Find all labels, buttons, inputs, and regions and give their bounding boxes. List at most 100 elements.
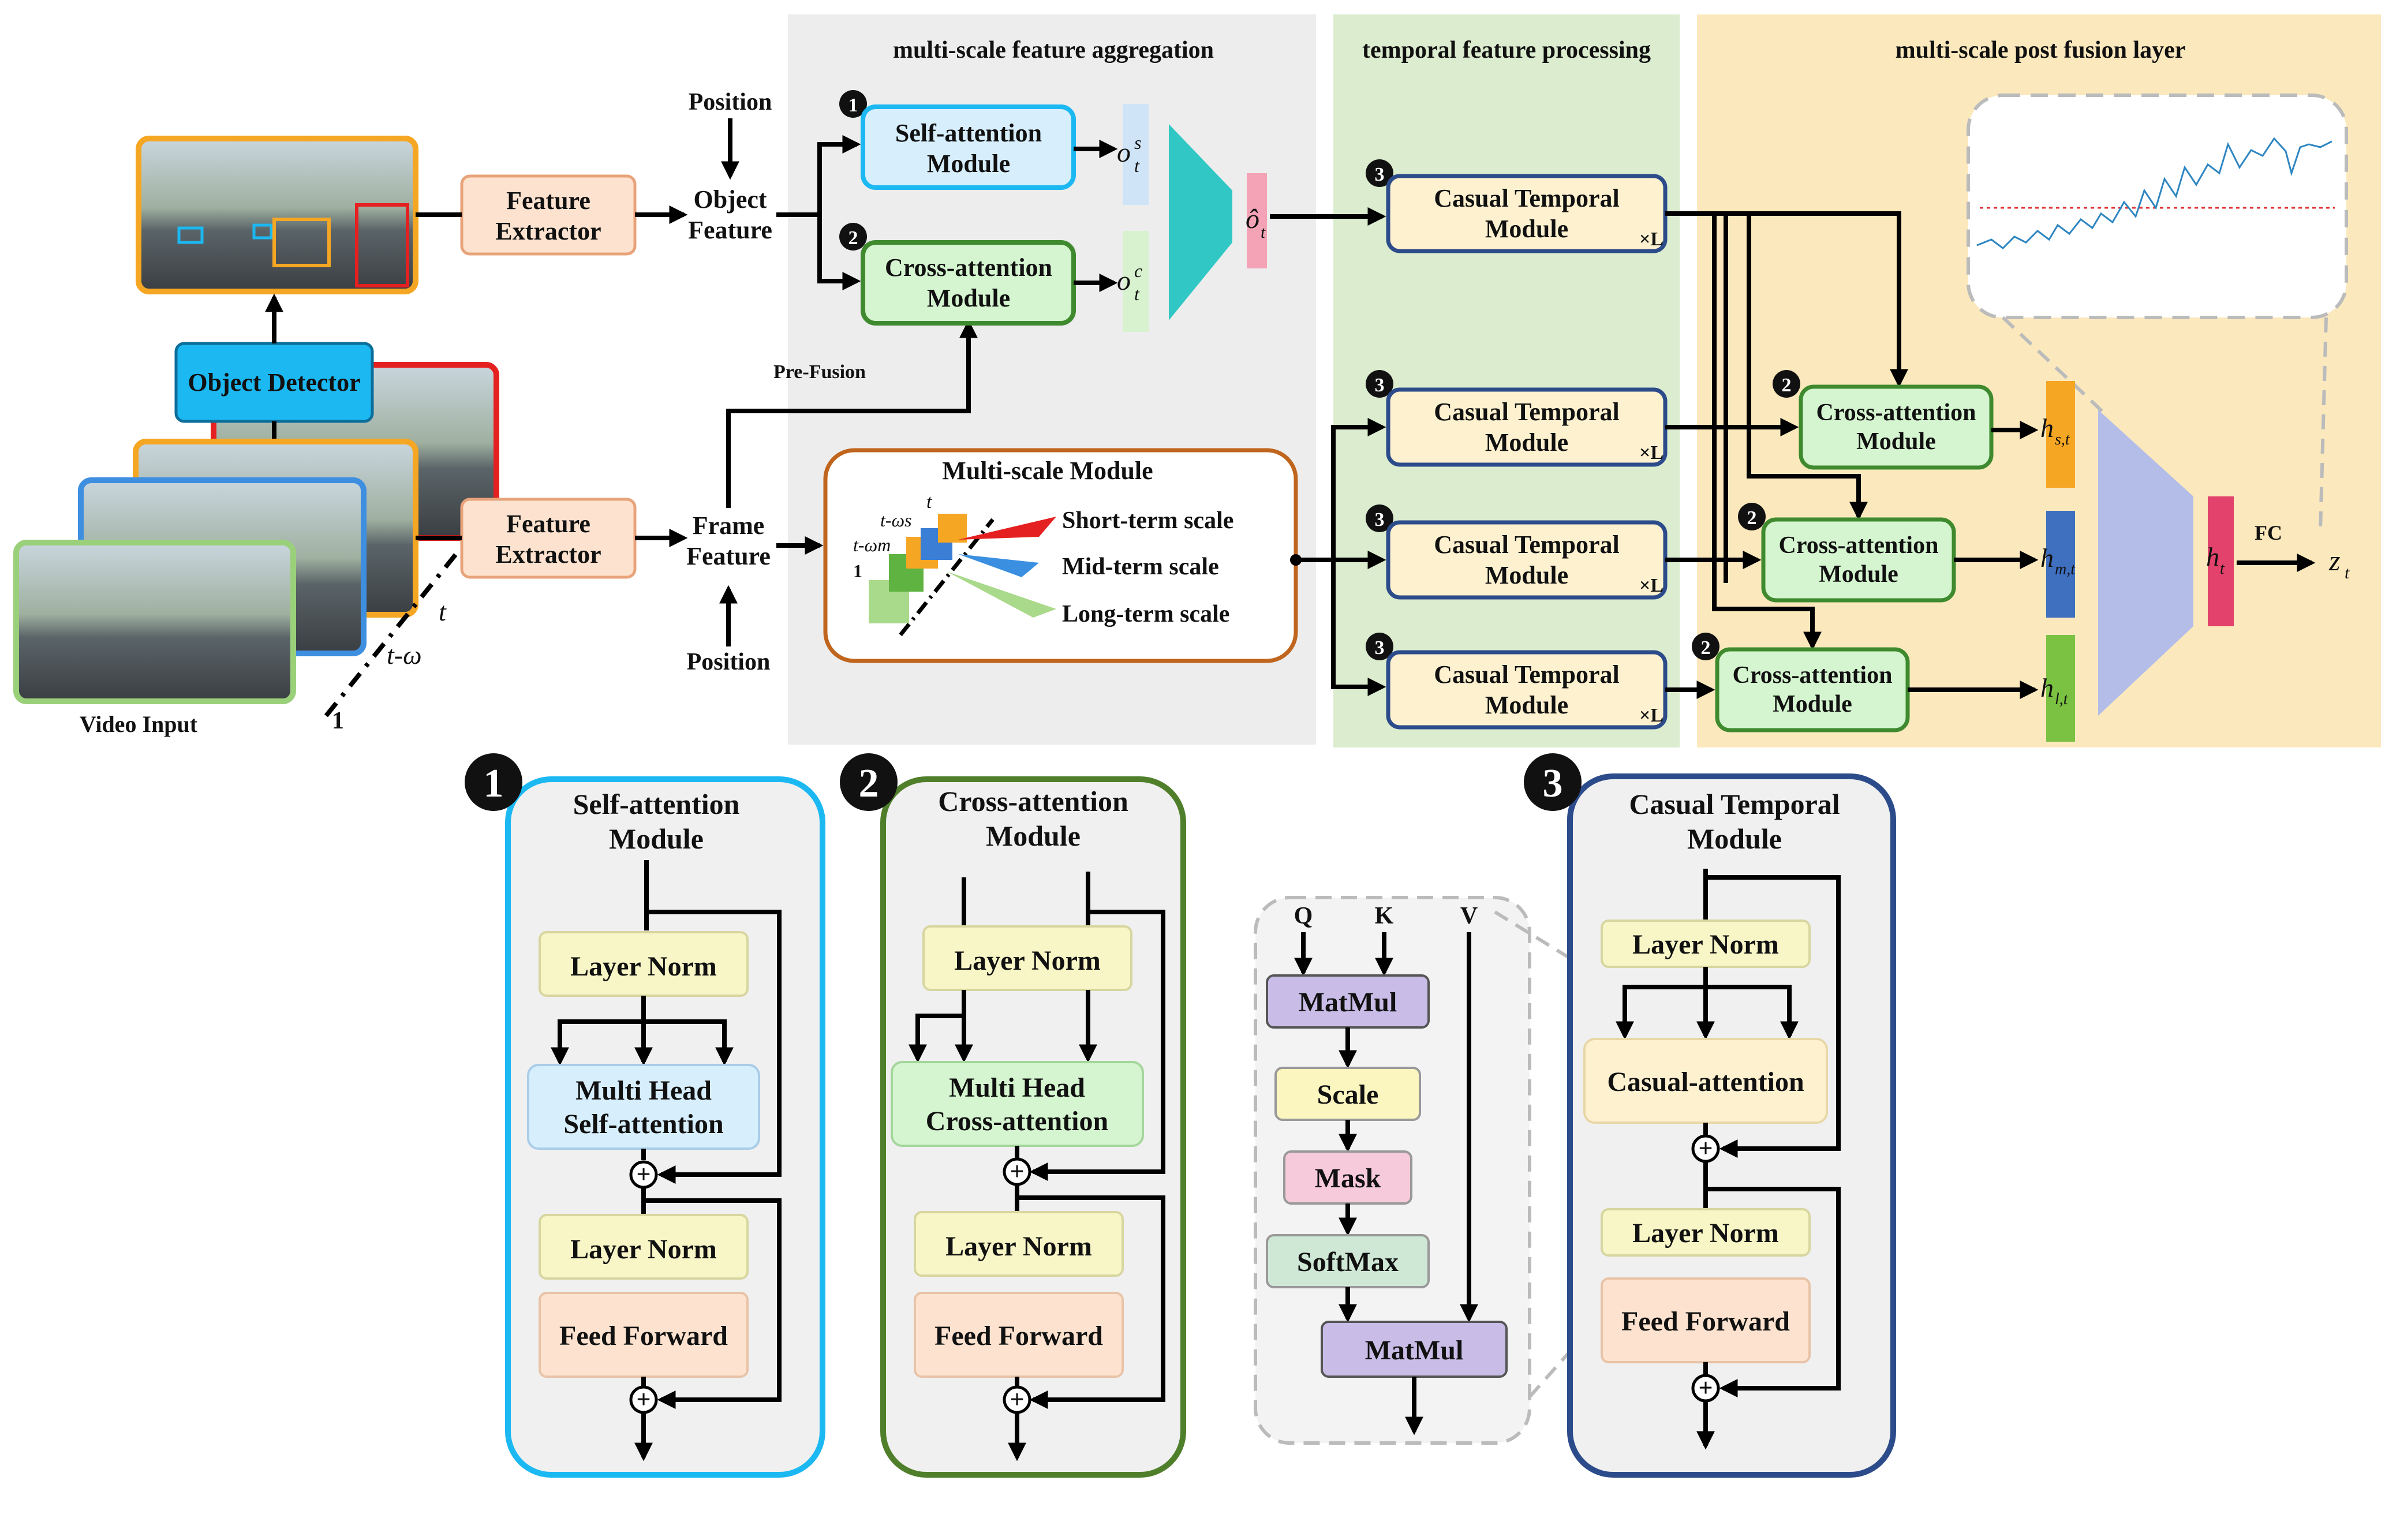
ctm1-to-fusion-m-arrow (1747, 214, 1868, 521)
detail-cross-residual-2 (1017, 1195, 1165, 1409)
detail-cross-layer-norm-2 (914, 1211, 1124, 1277)
h-t-block (2208, 496, 2234, 626)
h-s-block (2046, 381, 2075, 488)
detail-cross-residual-1 (1029, 910, 1165, 1181)
detail-self-feed-forward-label: Feed Forward (559, 1321, 728, 1351)
time-one-label: 1 (332, 708, 344, 734)
h-s-sub: s,t (2055, 431, 2070, 448)
detail-casual-feed-forward-label: Feed Forward (1621, 1306, 1790, 1337)
multiscale-1-label: 1 (853, 560, 862, 581)
o-s-label: o (1117, 137, 1131, 168)
h-t-sub: t (2220, 560, 2225, 578)
multiscale-cubes-icon (869, 514, 1056, 637)
ctm3-marker-label: 3 (1375, 509, 1385, 530)
fusion-l-marker-label: 2 (1701, 637, 1711, 659)
detail-cross-q-arrow (909, 1014, 964, 1063)
plot-thumbnail-frame (1967, 94, 2348, 319)
attention-matmul-2-label: MatMul (1365, 1335, 1464, 1366)
detail-self-residual-2 (644, 1198, 782, 1409)
detail-casual-layer-norm-2 (1601, 1208, 1811, 1257)
detail-casual-residual-1 (1706, 875, 1841, 1158)
marker-2-cross (839, 223, 867, 251)
h-s-label: h (2040, 413, 2054, 443)
object-feature-branch-2 (817, 215, 861, 290)
multiscale-title: Multi-scale Module (942, 457, 1153, 485)
detail-casual-layer-norm-1-label: Layer Norm (1632, 929, 1779, 960)
attention-k-label: K (1375, 903, 1394, 929)
detail-cross-add-1-glyph: + (1010, 1157, 1024, 1186)
multiscale-out-short-arrow (1331, 418, 1386, 560)
detail-self-marker (465, 753, 522, 811)
temporal-section-title: temporal feature processing (1362, 37, 1651, 63)
ctm2-times-l: ×L (1639, 442, 1663, 464)
o-s-sub: t (1134, 155, 1140, 176)
o-c-sup: c (1134, 260, 1142, 281)
detail-casual-attention-label: Casual-attention (1607, 1067, 1804, 1097)
fusion-m-marker-label: 2 (1747, 507, 1757, 529)
detail-casual-marker (1524, 753, 1582, 811)
detail-cross-marker-label: 2 (859, 761, 879, 806)
ctm1-times-l: ×L (1639, 229, 1663, 250)
detail-casual-marker-label: 3 (1543, 761, 1563, 806)
time-t-label: t (439, 597, 447, 626)
ctm2-marker-label: 3 (1375, 375, 1385, 396)
o-s-sup: s (1134, 132, 1141, 153)
h-m-block (2046, 511, 2075, 618)
detail-cross-add-2-glyph: + (1010, 1385, 1024, 1414)
multiscale-twm-label: t-ωm (853, 534, 891, 555)
z-t-sub: t (2345, 563, 2350, 582)
detail-cross-feed-forward-label: Feed Forward (934, 1321, 1103, 1351)
mid-term-scale-label: Mid-term scale (1062, 554, 1219, 580)
o-hat-sub: t (1261, 223, 1266, 242)
detail-self-layer-norm-2 (539, 1214, 749, 1280)
time-axis (324, 552, 458, 717)
h-l-label: h (2040, 673, 2054, 702)
video-frame-top (136, 136, 418, 294)
o-hat-label: ô (1246, 204, 1259, 234)
detail-casual-residual-2 (1706, 1187, 1841, 1397)
long-term-scale-label: Long-term scale (1062, 601, 1229, 627)
detail-self-layer-norm-1-label: Layer Norm (570, 951, 717, 982)
fusion-s-marker-label: 2 (1782, 375, 1792, 396)
detail-casual-temporal-panel (1567, 773, 1896, 1478)
post-fusion-trapezoid (2098, 410, 2193, 716)
marker-2-cross-label: 2 (848, 227, 858, 249)
ctm3-times-l: ×L (1639, 575, 1663, 596)
detail-cross-layer-norm-1 (922, 925, 1132, 991)
multiscale-out-long-arrow (1331, 560, 1386, 696)
detail-self-add-1-glyph: + (636, 1160, 651, 1188)
o-c-block (1123, 231, 1149, 332)
h-l-block (2046, 635, 2075, 742)
marker-1-self (839, 90, 867, 118)
attention-v-label: V (1460, 903, 1478, 929)
time-t-omega-label: t-ω (387, 640, 422, 670)
position-bottom-label: Position (687, 649, 771, 675)
plot-zoom-dash-2 (2319, 317, 2328, 532)
z-t-label: z (2328, 544, 2340, 577)
h-l-sub: l,t (2055, 690, 2069, 708)
post-fusion-section-title: multi-scale post fusion layer (1896, 37, 2186, 63)
ctm1-to-fusion-l-arrow (1712, 214, 1822, 651)
attention-mask-label: Mask (1315, 1163, 1381, 1194)
pre-fusion-arrow (726, 319, 978, 508)
fc-label: FC (2255, 521, 2282, 544)
object-detector-label: Object Detector (188, 368, 360, 397)
